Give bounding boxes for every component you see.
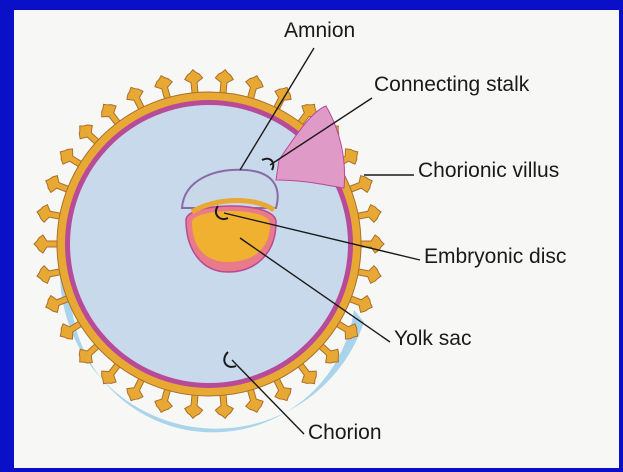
- villus: [34, 235, 59, 253]
- label-chorionic-villus: Chorionic villus: [418, 160, 559, 181]
- villus: [356, 205, 381, 223]
- villus: [356, 266, 381, 284]
- villus: [37, 266, 62, 284]
- villus: [215, 393, 233, 418]
- villus: [215, 70, 233, 95]
- villus: [37, 205, 62, 223]
- label-embryonic-disc: Embryonic disc: [424, 246, 566, 267]
- label-amnion: Amnion: [284, 20, 355, 41]
- villus: [185, 70, 203, 95]
- label-connecting-stalk: Connecting stalk: [374, 74, 529, 95]
- label-chorion: Chorion: [308, 422, 382, 443]
- label-yolk-sac: Yolk sac: [394, 328, 471, 349]
- diagram-panel: Amnion Connecting stalk Chorionic villus…: [14, 10, 619, 468]
- villus: [185, 393, 203, 418]
